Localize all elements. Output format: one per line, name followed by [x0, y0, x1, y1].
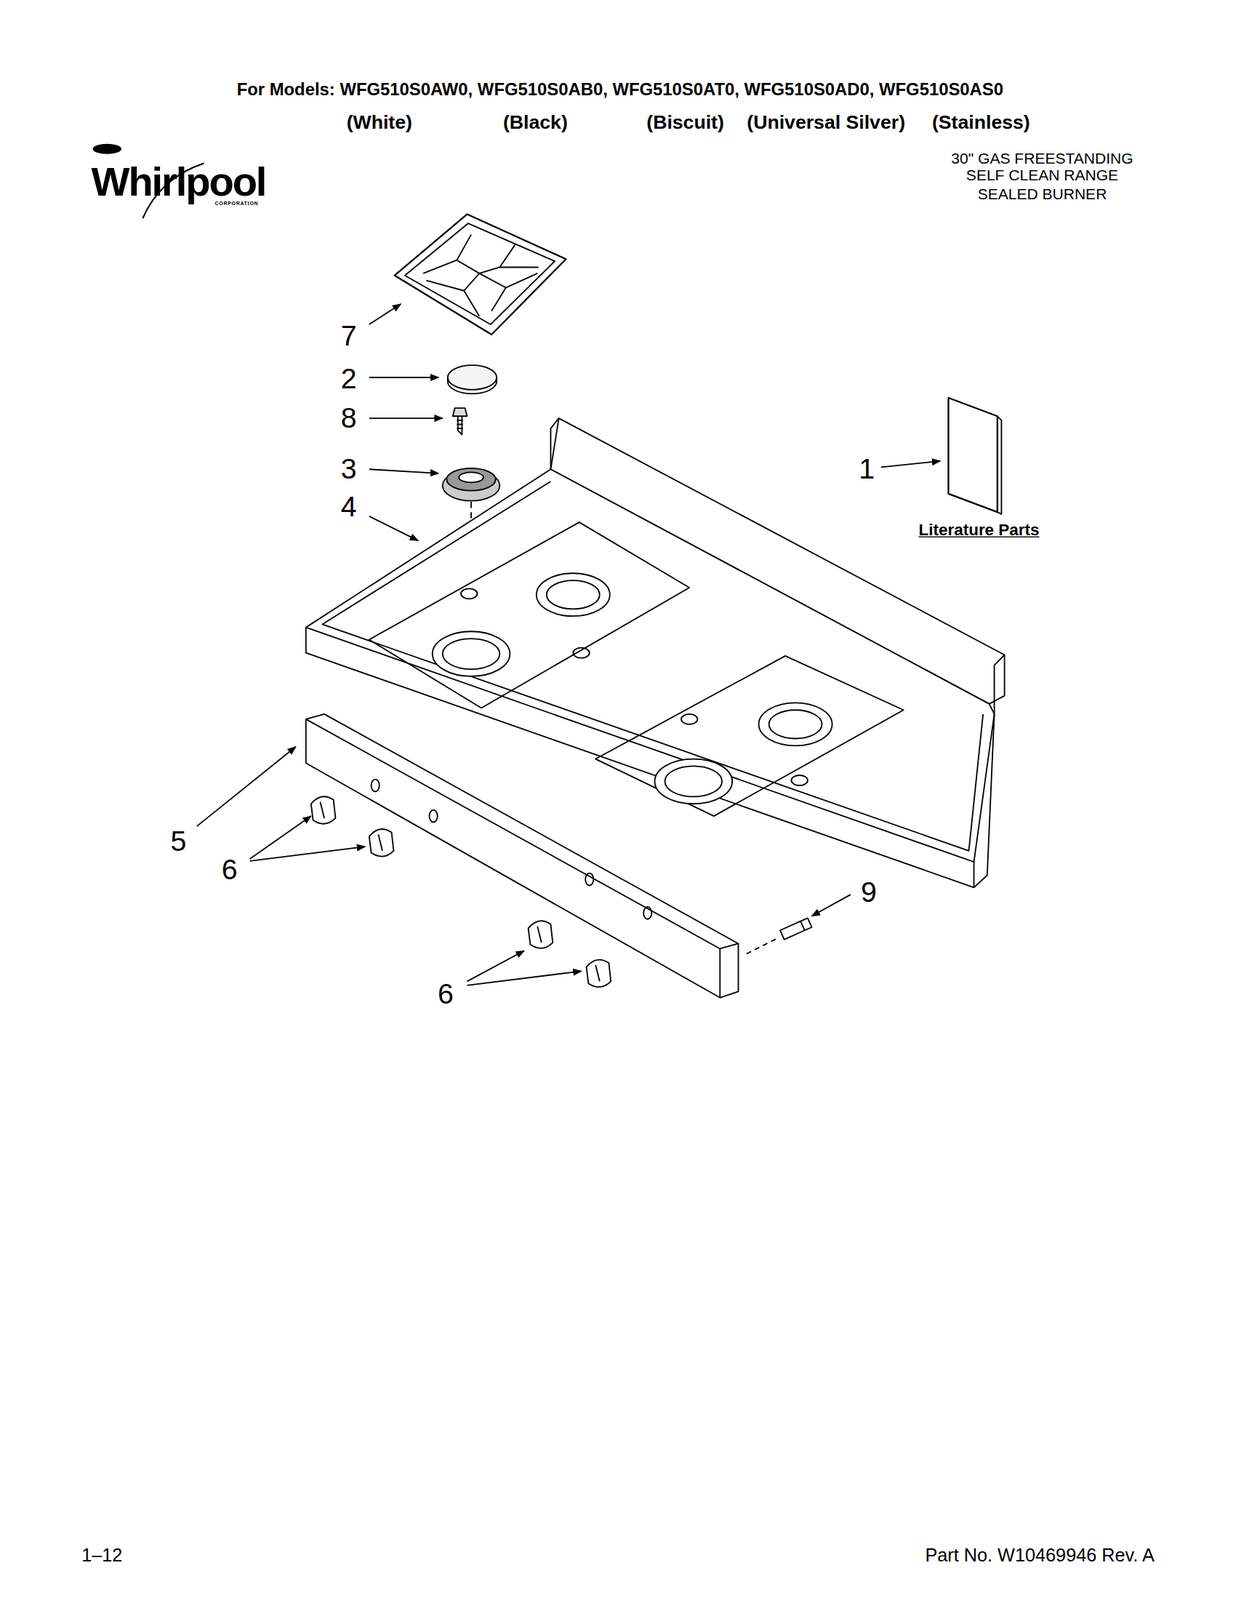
callout-number: 3: [340, 452, 357, 486]
model-color: (Stainless): [932, 111, 1031, 134]
model-color: (White): [346, 111, 413, 134]
model-color: (Universal Silver): [746, 111, 906, 134]
title: For Models: WFG510S0AW0, WFG510S0AB0, WF…: [237, 79, 1004, 100]
brand-subtitle: CORPORATION: [215, 200, 259, 207]
callout-number: 8: [340, 402, 357, 435]
model-color: (Biscuit): [646, 111, 725, 134]
callout-number: 5: [170, 825, 187, 858]
callout-number: 6: [437, 977, 454, 1011]
product-description: 30" GAS FREESTANDING SELF CLEAN RANGE SE…: [937, 149, 1148, 203]
grate: [394, 214, 567, 336]
part-number: Part No. W10469946 Rev. A: [924, 1545, 1154, 1567]
page-number: 1–12: [81, 1545, 123, 1567]
model-color: (Black): [503, 111, 568, 134]
callout-number: 2: [340, 362, 357, 396]
brand-logo: Whirlpool: [91, 157, 267, 206]
callout-number: 9: [860, 876, 877, 909]
section-label: Literature Parts: [919, 520, 1040, 540]
callout-number: 4: [340, 490, 357, 524]
callout-number: 7: [340, 319, 357, 353]
callout-number: 1: [858, 452, 875, 486]
callout-number: 6: [221, 853, 238, 887]
